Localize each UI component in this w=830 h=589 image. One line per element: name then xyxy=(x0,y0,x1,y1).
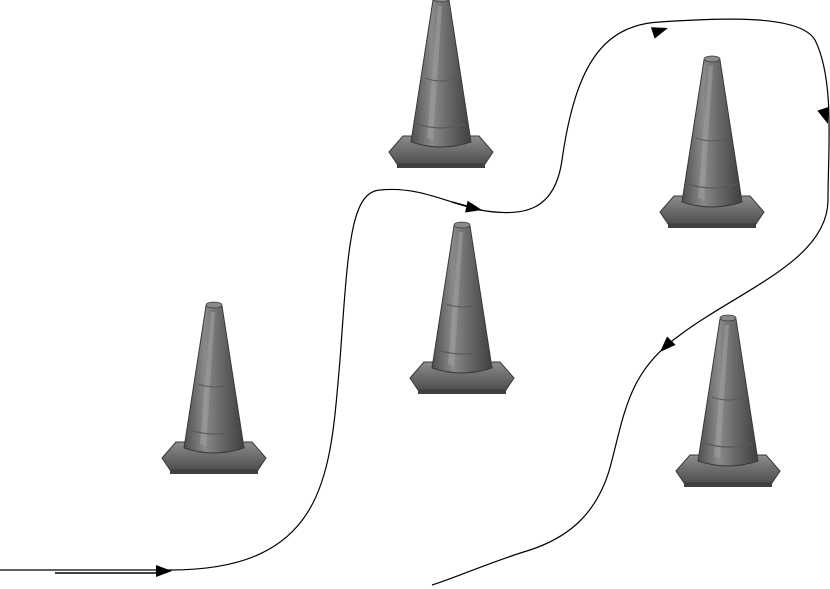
slalom-path xyxy=(0,18,830,586)
traffic-cone-icon xyxy=(388,0,494,169)
arrow-tail-line xyxy=(451,201,471,208)
arrowhead-icon xyxy=(465,200,484,216)
traffic-cone-icon xyxy=(659,55,765,229)
traffic-cone-icon xyxy=(409,221,515,395)
arrowhead-icon xyxy=(156,565,172,577)
traffic-cone-icon xyxy=(161,301,267,475)
traffic-cone-icon xyxy=(675,314,781,488)
arrowhead-icon xyxy=(817,106,830,126)
arrowhead-icon xyxy=(650,22,670,39)
